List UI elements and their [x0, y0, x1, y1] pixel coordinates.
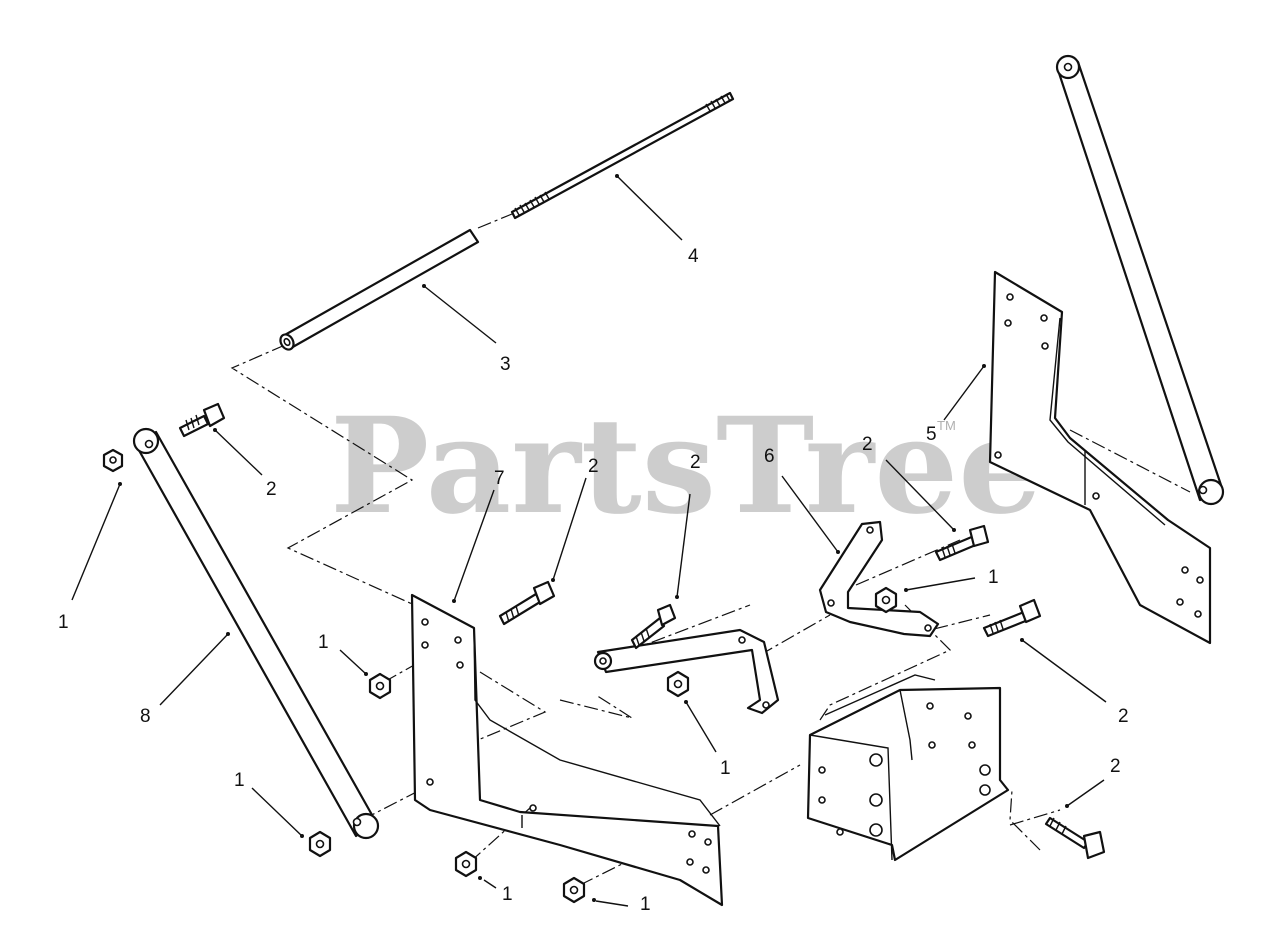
callout-6: 6 [764, 446, 775, 467]
v-bracket-6 [818, 520, 940, 638]
nut-1-d [454, 850, 478, 878]
callout-2: 2 [1118, 706, 1129, 727]
bracket-plate-5 [988, 270, 1212, 645]
callout-1: 1 [58, 612, 69, 633]
callout-2: 2 [266, 479, 277, 500]
callout-5: 5 [926, 424, 937, 445]
callout-1: 1 [234, 770, 245, 791]
threaded-rod-4 [510, 91, 735, 220]
callout-4: 4 [688, 246, 699, 267]
callout-2: 2 [1110, 756, 1121, 777]
callout-2: 2 [588, 456, 599, 477]
callout-labels: 1 1 1 1 1 1 1 2 2 2 2 2 2 3 4 5 6 7 8 [58, 246, 1129, 915]
bolt-2-plate [498, 580, 556, 626]
callout-3: 3 [500, 354, 511, 375]
callout-7: 7 [494, 468, 505, 489]
lift-arm-5 [1055, 54, 1225, 506]
nut-1-c [308, 830, 332, 858]
bolt-2-left [178, 402, 226, 438]
leader-lines [71, 174, 1107, 907]
bolt-2-bottom [1044, 816, 1106, 860]
tube-3 [279, 228, 480, 351]
callout-2: 2 [690, 452, 701, 473]
callout-2: 2 [862, 434, 873, 455]
nut-1-b [368, 672, 392, 700]
alignment-lines [230, 213, 1191, 886]
nut-1-e [562, 876, 586, 904]
bolt-2-right [982, 598, 1042, 638]
nut-1-f [666, 670, 690, 698]
u-bracket-small [593, 628, 780, 715]
nut-1-a [102, 448, 124, 473]
nut-1-g [874, 586, 898, 614]
mounting-plate-7 [410, 593, 724, 907]
callout-1: 1 [502, 884, 513, 905]
angle-bracket [806, 674, 1010, 862]
link-bar-8 [132, 427, 380, 840]
bolt-2-v [934, 524, 990, 562]
watermark-trademark: TM [937, 418, 956, 433]
callout-1: 1 [640, 894, 651, 915]
callout-1: 1 [318, 632, 329, 653]
callout-1: 1 [720, 758, 731, 779]
callout-1: 1 [988, 567, 999, 588]
bolt-2-center [630, 603, 677, 650]
callout-8: 8 [140, 706, 151, 727]
watermark-text: PartsTree [330, 389, 1042, 544]
